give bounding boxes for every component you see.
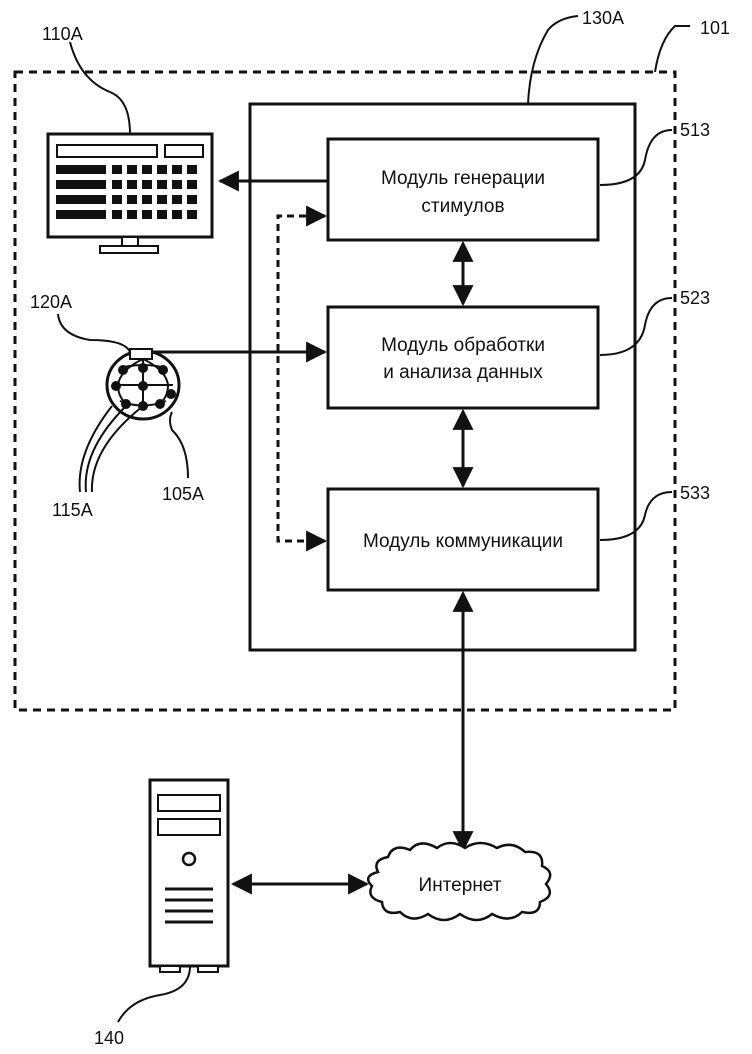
leader-533 (599, 491, 673, 541)
module-processing-line2: и анализа данных (383, 362, 543, 383)
device-box (248, 102, 637, 652)
dashed-feedback-path (276, 214, 318, 543)
module-stimuli-line2: стимулов (421, 196, 504, 217)
leader-513 (599, 129, 673, 186)
leader-110a (69, 41, 131, 135)
label-513: 513 (680, 120, 710, 140)
leader-523 (599, 297, 673, 356)
server-icon (148, 778, 230, 973)
label-110a: 110A (42, 24, 83, 44)
module-processing-box (326, 305, 600, 410)
system-boundary (13, 70, 677, 712)
internet-label: Интернет (419, 875, 502, 896)
module-processing-line1: Модуль обработки (381, 335, 545, 356)
leader-140 (117, 965, 191, 1023)
label-105a: 105A (162, 484, 204, 504)
label-533: 533 (680, 483, 710, 503)
leader-120a (57, 313, 131, 353)
eeg-headset-icon (105, 348, 181, 421)
label-130a: 130A (582, 8, 624, 28)
leader-115a (78, 405, 144, 493)
label-140: 140 (94, 1028, 124, 1048)
leader-101 (654, 25, 690, 73)
label-115a: 115A (52, 500, 93, 520)
module-comm-label: Модуль коммуникации (363, 531, 563, 552)
module-stimuli-line1: Модуль генерации (381, 168, 545, 189)
leader-105a (169, 411, 189, 479)
monitor-icon (46, 132, 214, 254)
label-101: 101 (700, 18, 730, 38)
label-120a: 120A (30, 292, 72, 312)
module-comm-box (326, 487, 600, 592)
internet-cloud-icon (366, 841, 552, 922)
leader-130a (527, 15, 579, 105)
module-stimuli-box (326, 137, 600, 242)
label-523: 523 (680, 288, 710, 308)
